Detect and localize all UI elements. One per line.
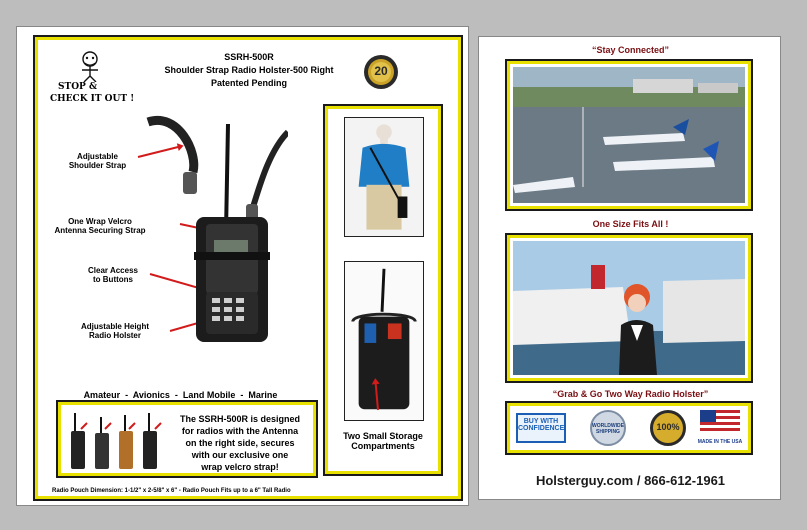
one-size-headline: One Size Fits All ! [592,219,669,229]
usa-flag-icon [700,410,740,434]
description-box: The SSRH-500R is designed for radios wit… [56,400,318,478]
trust-badges-strip: BUY WITH CONFIDENCE WORLDWIDE SHIPPING 1… [505,401,753,455]
stop-sign-cartoon: STOP & CHECK IT OUT ! [50,50,134,110]
radio-models-photo [71,413,162,469]
stop-sign-line2: CHECK IT OUT ! [50,94,135,104]
airport-planes-photo [513,67,745,203]
cartoon-figure-icon [82,51,98,82]
stay-connected-headline: “Stay Connected” [591,45,669,55]
grab-go-headline: “Grab & Go Two Way Radio Holster” [552,389,709,399]
anniversary-badge: 20 [363,54,399,90]
stop-sign-line1: STOP & [58,82,98,92]
cruise-photo-frame [505,233,753,383]
made-in-usa-badge: MADE IN THE USA [694,410,746,448]
callout-velcro-strap: One Wrap Velcro Antenna Securing Strap [54,217,146,235]
pouch-dimensions: Radio Pouch Dimension: 1-1/2" x 2-5/8" x… [52,488,291,494]
storage-compartments-photo [344,261,424,421]
product-patent: Patented Pending [210,78,287,88]
anniversary-seal-icon [364,55,398,89]
anniversary-number: 20 [374,64,388,78]
airport-photo-frame [505,59,753,211]
callout-shoulder-strap: Adjustable Shoulder Strap [68,152,127,170]
model-wearing-holster-photo [344,117,424,237]
guarantee-badge: 100% [650,410,686,446]
storage-caption: Two Small Storage Compartments [343,431,423,451]
holster-product-photo [146,115,288,342]
contact-line: Holsterguy.com / 866-612-1961 [535,473,726,488]
callout-adjustable-height: Adjustable Height Radio Holster [80,322,149,340]
product-model: SSRH-500R [224,52,274,62]
model-photos-frame: Two Small Storage Compartments [323,104,443,476]
worldwide-shipping-badge: WORLDWIDE SHIPPING [590,410,626,446]
buy-with-confidence-badge: BUY WITH CONFIDENCE [516,413,566,443]
product-name: Shoulder Strap Radio Holster-500 Right [164,65,334,75]
radio-categories: Amateur - Avionics - Land Mobile - Marin… [83,390,278,400]
left-yellow-frame: STOP & CHECK IT OUT ! SSRH-500R Shoulder… [33,35,463,501]
callout-clear-access: Clear Access to Buttons [88,266,138,284]
cruise-ship-woman-photo [513,241,745,375]
right-panel: “Stay Connected” One Size Fits All ! [478,36,781,500]
description-text: The SSRH-500R is designed for radios wit… [179,414,301,472]
left-panel: STOP & CHECK IT OUT ! SSRH-500R Shoulder… [16,26,469,506]
